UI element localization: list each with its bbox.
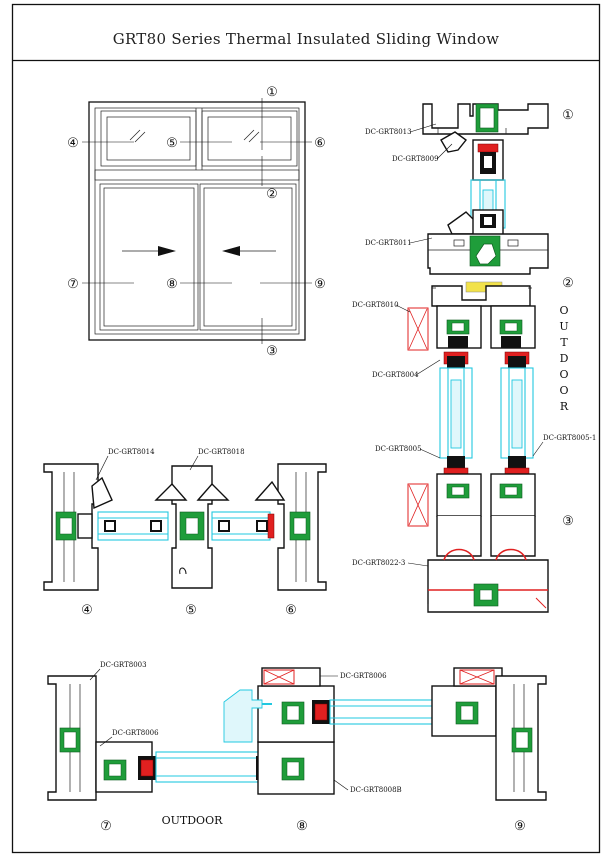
outdoor-vertical-label: O U T D O O R xyxy=(559,304,568,413)
label-dc-grt8013: DC-GRT8013 xyxy=(365,128,412,136)
outdoor-letter-5: O xyxy=(559,368,568,381)
outdoor-letter-7: R xyxy=(560,400,569,413)
label-dc-grt8014: DC-GRT8014 xyxy=(108,448,155,456)
marker-4: ④ xyxy=(67,136,79,151)
section-marker-1: ① xyxy=(562,108,574,123)
section-marker-2: ② xyxy=(562,276,574,291)
vertical-section xyxy=(407,103,549,613)
marker-8: ⑧ xyxy=(166,277,178,292)
vertical-section-labels: DC-GRT8013 DC-GRT8009 DC-GRT8011 DC-GRT8… xyxy=(352,123,596,567)
upper-horizontal-section xyxy=(43,463,327,591)
label-dc-grt8005-1: DC-GRT8005-1 xyxy=(543,434,596,442)
label-dc-grt8011: DC-GRT8011 xyxy=(365,239,412,247)
upper-section-labels: DC-GRT8014 DC-GRT8018 ④ ⑤ ⑥ xyxy=(81,448,297,618)
marker-section-9: ⑨ xyxy=(514,819,526,834)
elevation-markers: ① ② ③ ④ ⑤ ⑥ ⑦ ⑧ ⑨ xyxy=(67,85,326,359)
label-dc-grt8008b: DC-GRT8008B xyxy=(350,786,402,794)
sheet-border xyxy=(11,3,601,854)
marker-section-8: ⑧ xyxy=(296,819,308,834)
label-dc-grt8003: DC-GRT8003 xyxy=(100,661,147,669)
drawing-title: GRT80 Series Thermal Insulated Sliding W… xyxy=(113,30,500,48)
marker-9: ⑨ xyxy=(314,277,326,292)
marker-1: ① xyxy=(266,85,278,100)
label-dc-grt8005: DC-GRT8005 xyxy=(375,445,422,453)
outdoor-letter-6: O xyxy=(559,384,568,397)
label-dc-grt8009: DC-GRT8009 xyxy=(392,155,439,163)
label-dc-grt8022-3: DC-GRT8022-3 xyxy=(352,559,405,567)
outdoor-letter-2: U xyxy=(559,320,568,333)
outdoor-letter-3: T xyxy=(560,336,568,349)
lower-horizontal-section xyxy=(47,667,547,801)
vertical-section-markers: ① ② ③ xyxy=(562,108,574,529)
lower-section-labels: DC-GRT8003 DC-GRT8006 DC-GRT8006 DC-GRT8… xyxy=(89,661,526,834)
marker-section-7: ⑦ xyxy=(100,819,112,834)
label-dc-grt8004: DC-GRT8004 xyxy=(372,371,419,379)
marker-section-6: ⑥ xyxy=(285,603,297,618)
marker-7: ⑦ xyxy=(67,277,79,292)
marker-5: ⑤ xyxy=(166,136,178,151)
outdoor-label: OUTDOOR xyxy=(162,814,223,827)
marker-section-5: ⑤ xyxy=(185,603,197,618)
label-dc-grt8006-left: DC-GRT8006 xyxy=(112,729,159,737)
window-elevation xyxy=(82,98,312,344)
marker-2: ② xyxy=(266,187,278,202)
marker-3: ③ xyxy=(266,344,278,359)
outdoor-letter-4: D xyxy=(560,352,569,365)
section-marker-3: ③ xyxy=(562,514,574,529)
label-dc-grt8010: DC-GRT8010 xyxy=(352,301,399,309)
outdoor-letter-1: O xyxy=(559,304,568,317)
marker-section-4: ④ xyxy=(81,603,93,618)
label-dc-grt8006-top: DC-GRT8006 xyxy=(340,672,387,680)
marker-6: ⑥ xyxy=(314,136,326,151)
label-dc-grt8018: DC-GRT8018 xyxy=(198,448,245,456)
